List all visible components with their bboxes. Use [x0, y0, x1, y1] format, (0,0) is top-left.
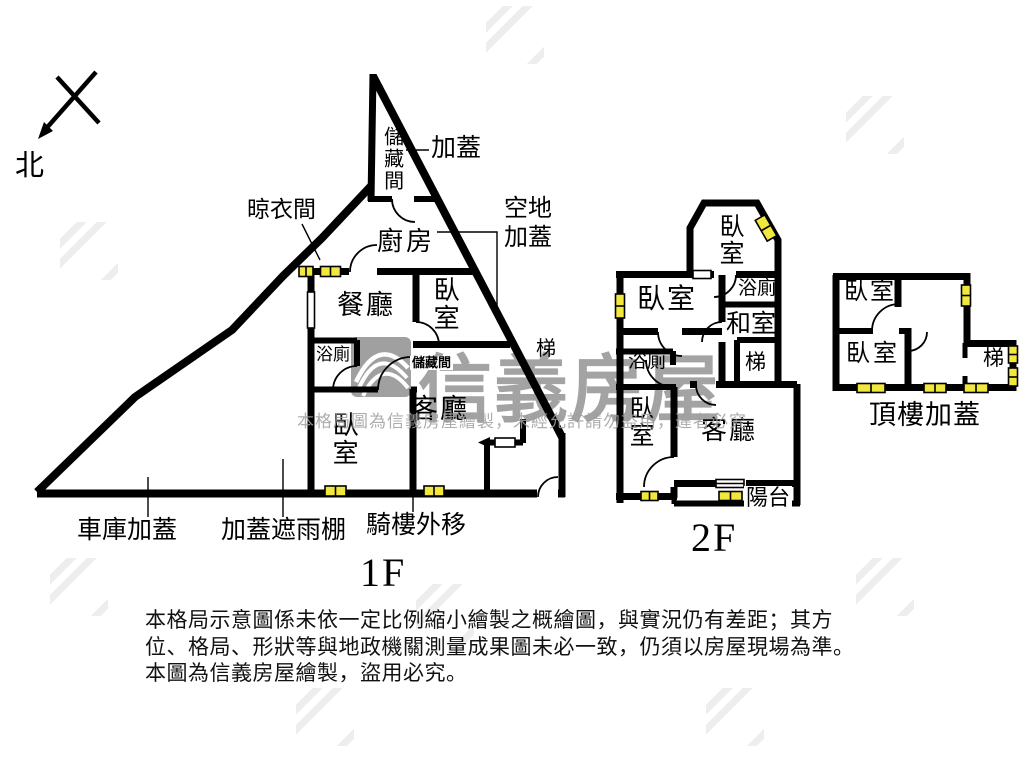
floor2-windows — [614, 213, 778, 502]
disclaimer-line-2: 位、格局、形狀等與地政機關測量成果圖未必一致，仍須以房屋現場為準。 — [145, 634, 855, 659]
faint-watermark-tile — [846, 96, 904, 154]
label-roof-stairs: 梯 — [983, 346, 1004, 370]
faint-watermark-tile — [296, 688, 354, 746]
roof-windows — [856, 284, 1019, 394]
label-roof-bedroom-bottom: 臥室 — [846, 341, 900, 367]
faint-watermark-tile — [856, 558, 914, 616]
label-1f-stairs: 梯 — [536, 338, 556, 360]
label-1f-openland-2: 加蓋 — [504, 225, 552, 251]
watermark-brand-text: 信義房屋 — [418, 350, 722, 432]
label-2f-bedroom-bottom: 臥室 — [626, 395, 653, 449]
faint-watermark-tile — [50, 558, 108, 616]
floor1-windows — [298, 265, 516, 497]
watermark-notice-text: 本格局圖為信義房屋繪製，未經允許請勿盜用，違者必究 — [297, 412, 747, 431]
label-roof-floor: 頂樓加蓋 — [869, 400, 981, 430]
label-2f-bedroom-left: 臥室 — [637, 284, 698, 315]
label-2f-bath-left: 浴廁 — [628, 351, 667, 372]
floor2-walls — [616, 199, 801, 507]
floor1-annotation-lines — [147, 149, 498, 517]
disclaimer-line-3: 本圖為信義房屋繪製，盜用必究。 — [145, 661, 468, 685]
label-2f-balcony: 陽台 — [744, 485, 793, 510]
label-1f-garage: 車庫加蓋 — [77, 517, 178, 544]
label-1f-openland-1: 空地 — [504, 196, 552, 222]
disclaimer-line-1: 本格局示意圖係未依一定比例縮小繪製之概繪圖，與實況仍有差距；其方 — [145, 608, 833, 632]
label-1f-storage-small: 儲藏間 — [410, 355, 454, 371]
label-2f-tatami: 和室 — [726, 311, 777, 338]
label-1f-canopy: 加蓋遮雨棚 — [221, 517, 347, 544]
label-1f-floor: 1F — [360, 550, 407, 595]
label-2f-stairs: 梯 — [745, 350, 766, 374]
label-1f-kitchen: 廚房 — [377, 227, 436, 256]
faint-watermark-tile — [706, 688, 764, 746]
roof-door-arcs — [871, 303, 928, 352]
label-1f-addition-tag: 加蓋 — [431, 135, 482, 162]
faint-watermark-tile — [416, 584, 474, 642]
floor2-door-arcs — [643, 274, 737, 488]
label-1f-living: 客廳 — [411, 394, 469, 424]
compass-north-label: 北 — [15, 150, 45, 182]
faint-watermark-tile — [486, 6, 544, 64]
label-1f-drying-room: 晾衣間 — [247, 197, 316, 222]
label-1f-bedroom-left: 臥室 — [329, 411, 359, 467]
label-1f-dining: 餐廳 — [337, 290, 395, 320]
north-arrow-icon — [38, 70, 101, 139]
label-2f-living: 客廳 — [701, 416, 758, 445]
label-1f-storage-top: 儲藏間 — [380, 126, 403, 192]
disclaimer-text: 本格局示意圖係未依一定比例縮小繪製之概繪圖，與實況仍有差距；其方 位、格局、形狀… — [145, 607, 855, 687]
label-1f-bath: 浴廁 — [316, 345, 350, 364]
label-2f-bedroom-top: 臥室 — [716, 213, 743, 267]
faint-watermark-tile — [60, 222, 118, 280]
sinyi-logo-watermark-icon — [350, 336, 414, 405]
floor1-door-arcs — [332, 198, 559, 498]
label-1f-arcade: 騎樓外移 — [366, 512, 467, 539]
label-roof-bedroom-top: 臥室 — [844, 279, 896, 305]
label-1f-bedroom-right: 臥室 — [430, 276, 460, 332]
label-2f-bath-top: 浴廁 — [738, 278, 777, 299]
label-2f-floor: 2F — [691, 515, 738, 560]
floor1-walls — [34, 73, 566, 498]
